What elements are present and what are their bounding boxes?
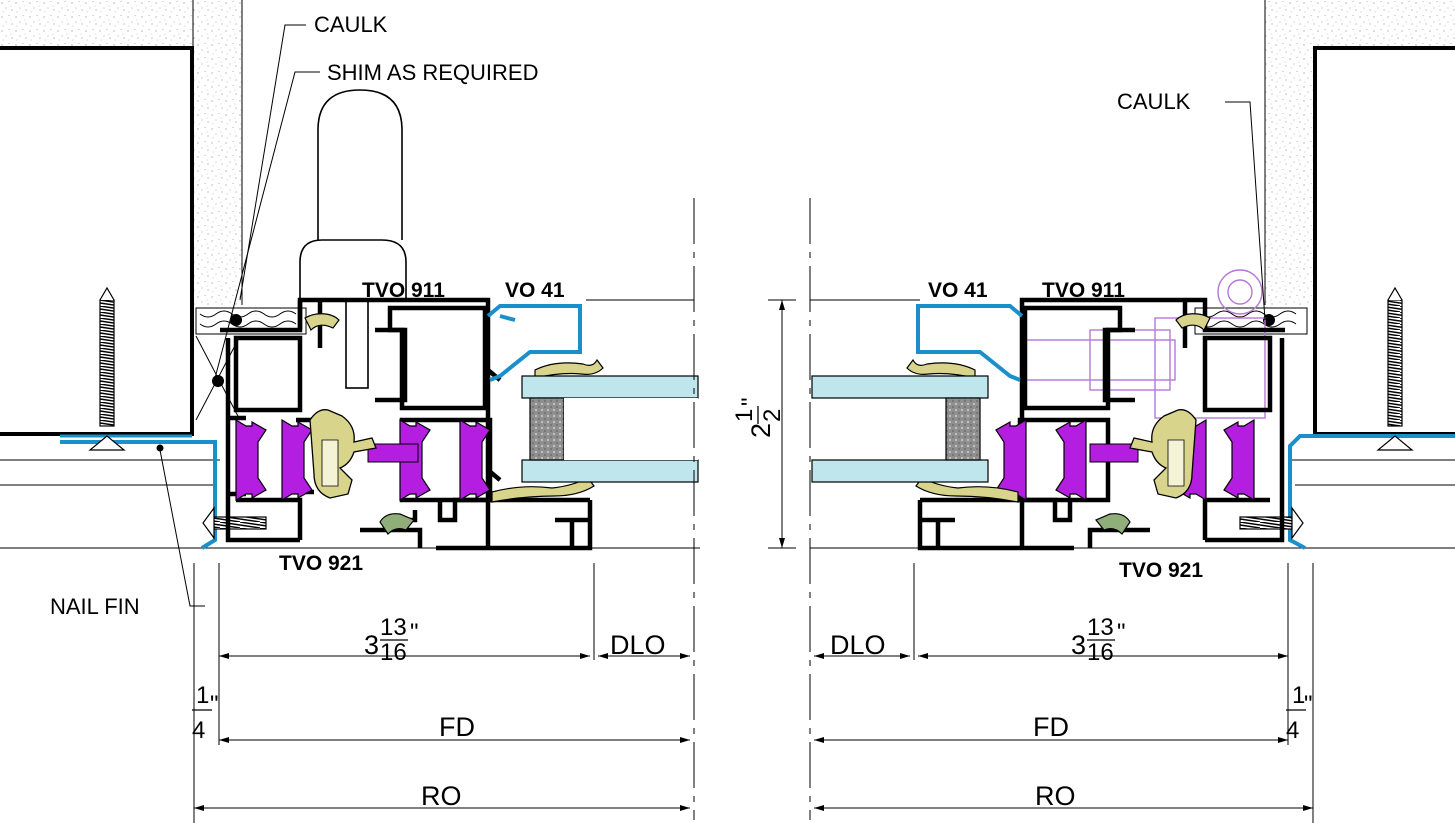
- wall-substrate-right: [1265, 0, 1315, 305]
- frame-depth-den-right: 16: [1087, 639, 1114, 666]
- depth-num: 1: [731, 409, 758, 422]
- gasket-large-right: [1129, 409, 1197, 499]
- depth-dimension-text: 2 1 2 ": [731, 397, 786, 438]
- vo-41-label-right: VO 41: [928, 279, 988, 302]
- insulated-glass-left: [521, 375, 699, 483]
- gap-num-right: 1: [1292, 682, 1305, 709]
- wall-substrate-top-left: [0, 0, 192, 48]
- vo-41-label-left: VO 41: [505, 279, 565, 302]
- wall-outline-right: [1313, 46, 1455, 436]
- depth-whole: 2: [746, 423, 776, 438]
- nail-fin-label: NAIL FIN: [50, 594, 140, 619]
- gasket-large-left: [309, 409, 377, 499]
- dlo-label-right: DLO: [830, 630, 886, 660]
- wall-outline-left: [0, 46, 194, 436]
- annotation-labels: CAULK SHIM AS REQUIRED CAULK NAIL FIN TV…: [50, 12, 1203, 619]
- vo-41-glazing-bead-right: [916, 304, 1024, 382]
- ro-label-left: RO: [421, 781, 462, 811]
- tvo-911-label-right: TVO 911: [1042, 279, 1125, 302]
- frame-screw-left: [202, 506, 267, 540]
- frame-depth-whole-left: 3: [364, 630, 379, 660]
- dlo-label-left: DLO: [610, 630, 666, 660]
- sash-handle-left: [299, 89, 407, 389]
- depth-dimension: [768, 299, 796, 549]
- wall-substrate-top-right: [1315, 0, 1455, 48]
- tvo-921-label-left: TVO 921: [279, 552, 363, 575]
- frame-depth-num-left: 13: [380, 614, 407, 641]
- nail-fin-leader: [159, 449, 205, 607]
- thermal-breaks-right: [995, 419, 1255, 501]
- gap-den-left: 4: [192, 717, 205, 744]
- dimension-lines-right: [814, 563, 1314, 823]
- dimension-lines-left: [193, 563, 690, 823]
- ro-label-right: RO: [1035, 781, 1076, 811]
- nail-fin-right: [1288, 434, 1455, 550]
- dimension-text-left: 3 13 16 " DLO 1 4 " FD RO: [192, 614, 666, 811]
- left-jamb-section: [0, 0, 700, 823]
- fd-label-left: FD: [439, 712, 475, 742]
- fd-label-right: FD: [1033, 712, 1069, 742]
- vo-41-glazing-bead-left: [486, 304, 582, 382]
- depth-den: 2: [759, 409, 786, 422]
- frame-depth-den-left: 16: [380, 639, 407, 666]
- anchor-screw-left: [88, 286, 126, 451]
- frame-depth-unit-right: ": [1117, 619, 1126, 646]
- frame-screw-right: [1239, 506, 1304, 540]
- anchor-screw-right: [1376, 286, 1414, 451]
- gap-den-right: 4: [1286, 717, 1299, 744]
- frame-depth-whole-right: 3: [1071, 630, 1086, 660]
- gap-unit-right: ": [1304, 691, 1313, 718]
- caulk-label-left: CAULK: [314, 12, 388, 37]
- wall-substrate-left: [192, 0, 242, 305]
- caulk-leader-left: [239, 24, 306, 301]
- gaskets-small-left: [304, 313, 604, 535]
- insulated-glass-right: [811, 375, 989, 483]
- caulk-label-right: CAULK: [1117, 89, 1191, 114]
- frame-depth-num-right: 13: [1087, 614, 1114, 641]
- caulk-bead-right: [1263, 314, 1275, 326]
- tvo-921-label-right: TVO 921: [1119, 559, 1203, 582]
- shim-leader: [213, 71, 320, 383]
- tvo-911-sash-right: [1017, 305, 1135, 503]
- tvo-921-frame-left: [220, 297, 593, 551]
- frame-depth-unit-left: ": [410, 619, 419, 646]
- thermal-breaks-left: [235, 419, 491, 501]
- tvo-921-frame-right: [917, 297, 1285, 551]
- gap-unit-left: ": [210, 691, 219, 718]
- dimension-text-right: 3 13 16 " DLO 1 4 " FD RO: [830, 614, 1313, 811]
- shim-label: SHIM AS REQUIRED: [327, 60, 538, 85]
- depth-unit: ": [737, 397, 764, 406]
- caulk-leader-right: [1225, 101, 1266, 321]
- nail-fin-left: [60, 440, 217, 550]
- gaskets-small-right: [906, 313, 1211, 535]
- gap-num-left: 1: [196, 682, 209, 709]
- tvo-911-label-left: TVO 911: [362, 279, 445, 302]
- right-jamb-section: [809, 0, 1455, 823]
